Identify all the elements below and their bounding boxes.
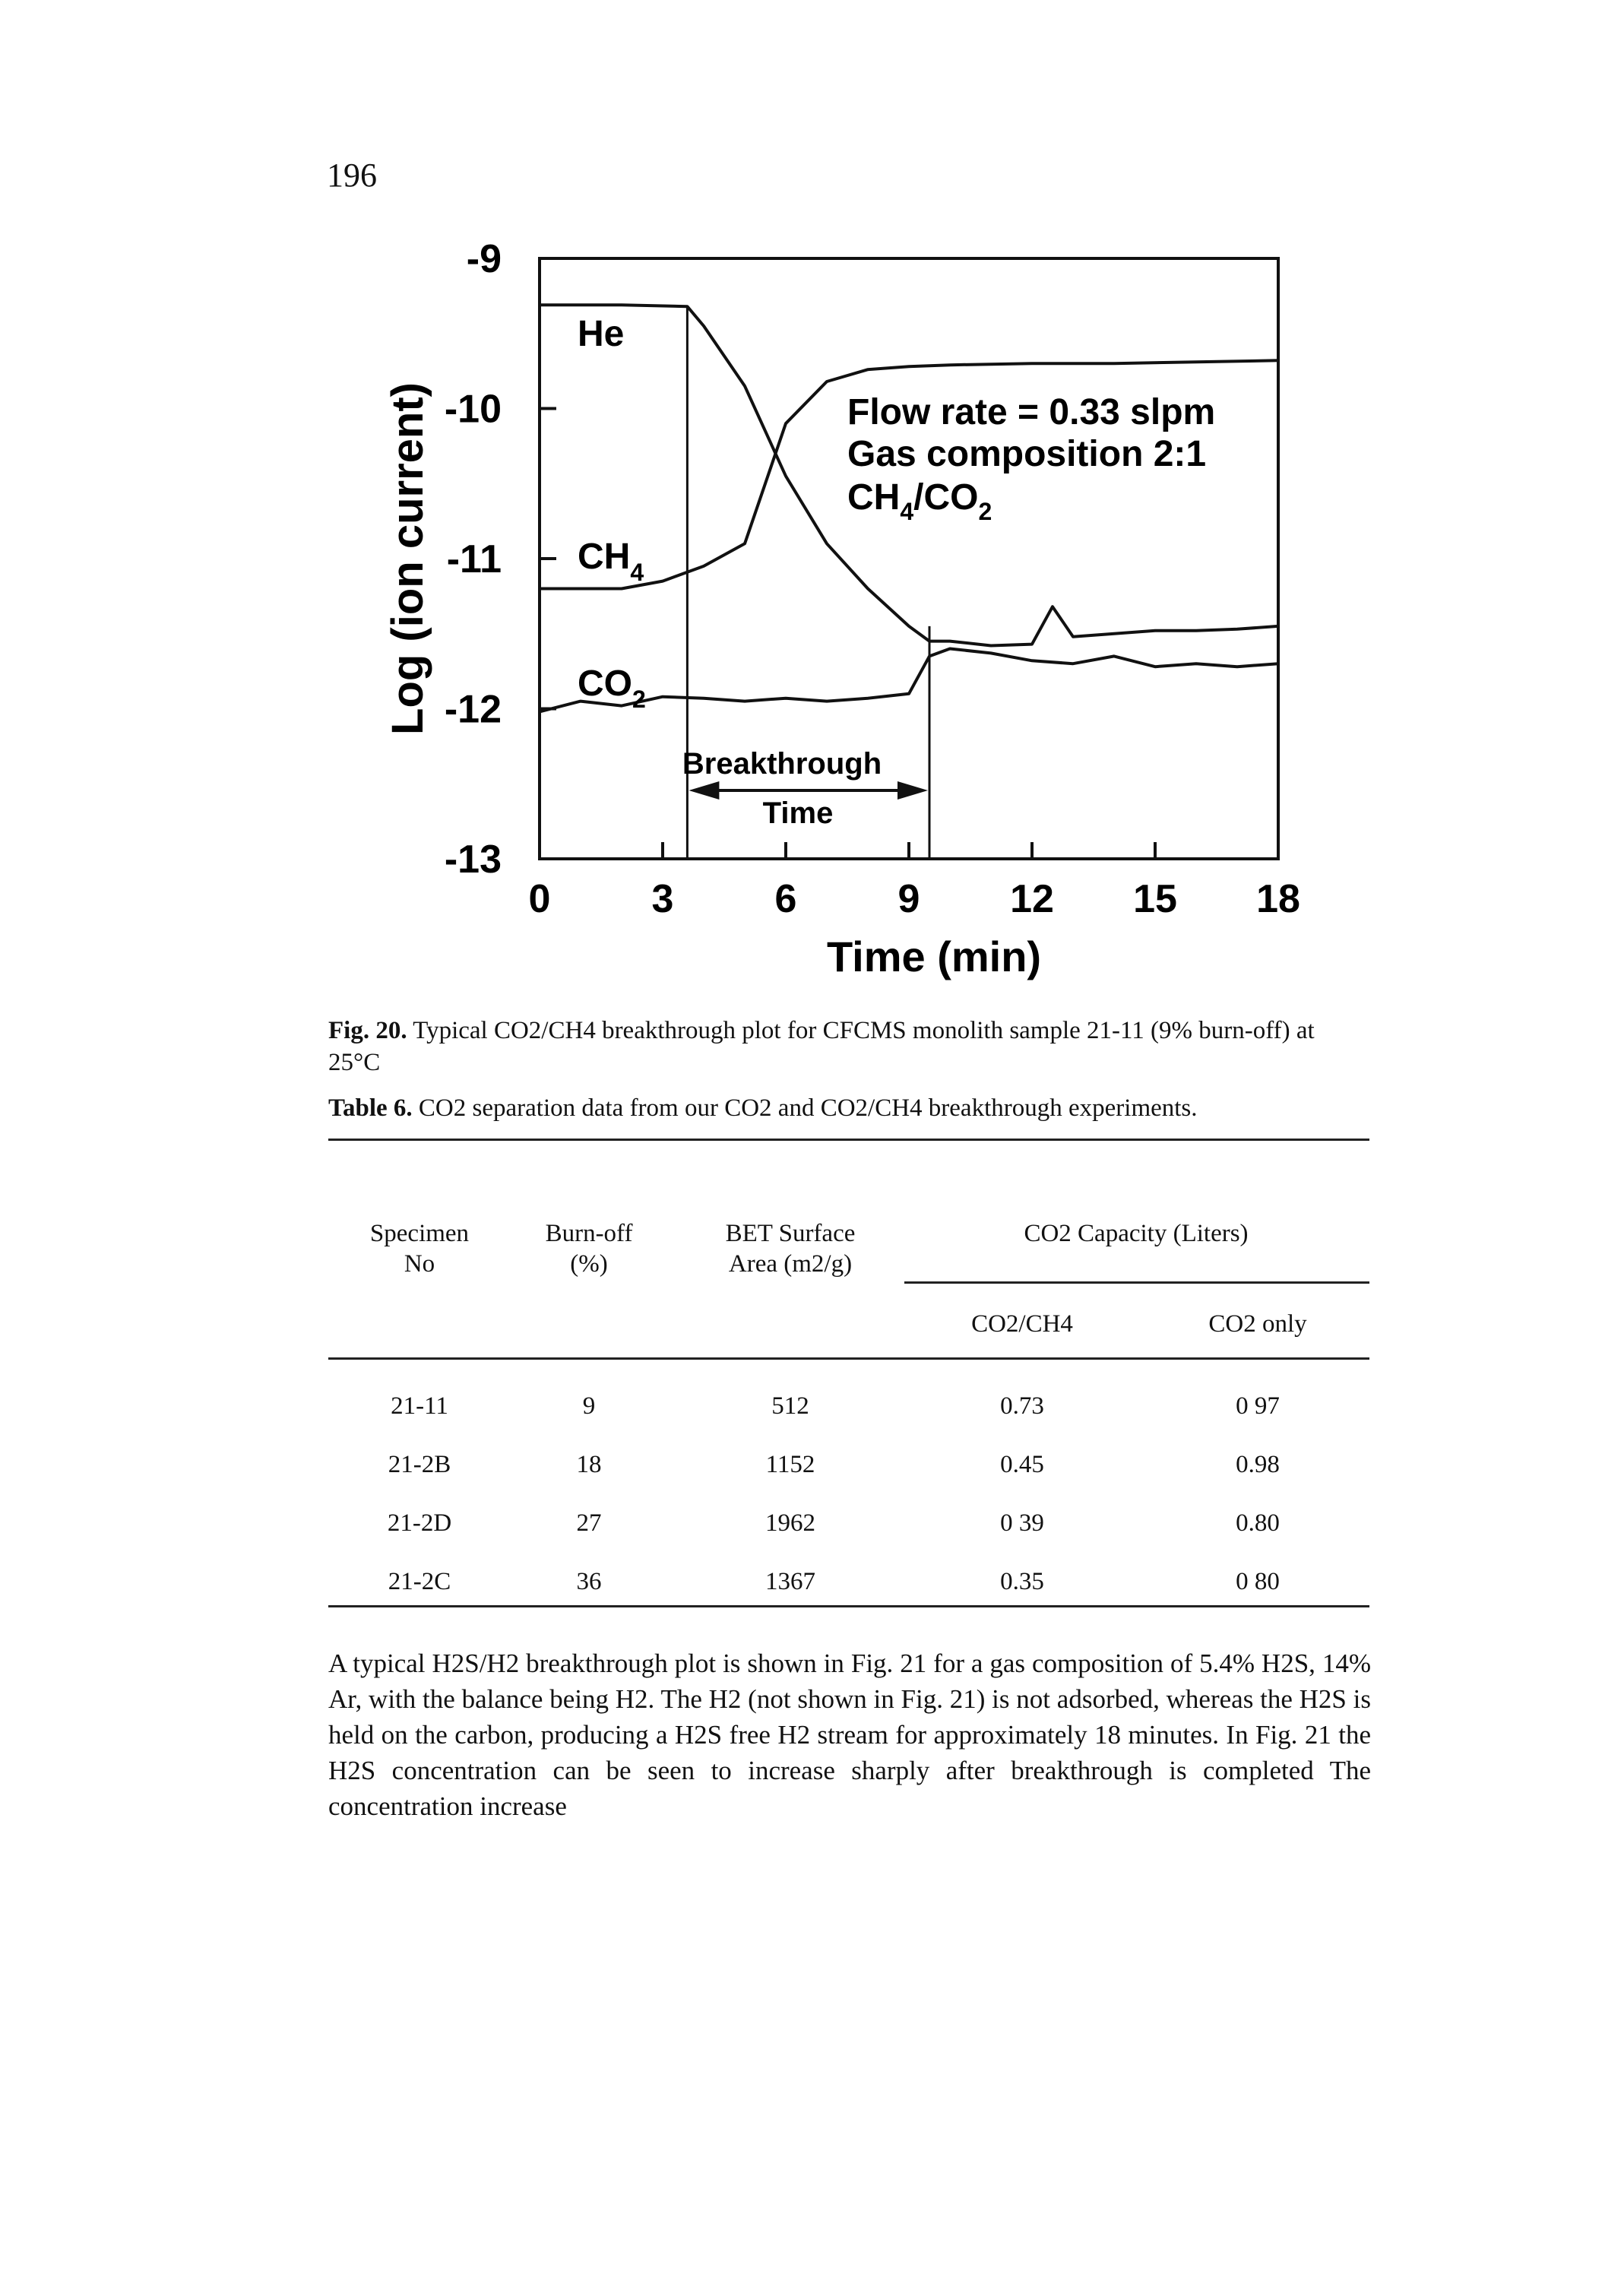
table-cell: 1962 [765,1509,815,1537]
table-cell: 21-11 [391,1392,448,1420]
table-cell: 18 [576,1451,602,1478]
y-tick-label: -10 [445,388,502,432]
figure-caption-text: Typical CO2/CH4 breakthrough plot for CF… [328,1017,1315,1076]
table-cell: 9 [582,1392,596,1420]
mix-ch-sub: 4 [900,498,913,525]
series-layer [539,303,1279,714]
y-tick-label: -13 [445,838,502,882]
series-line-ch4 [540,359,1279,591]
x-tick-label: 18 [1256,877,1300,921]
y-tick-label: -11 [447,537,502,581]
y-ticks: -9 -10 -11 -12 -13 [445,237,556,882]
header-specimen-line2: No [404,1250,435,1278]
series-label-he: He [578,314,624,354]
x-tick-label: 15 [1133,877,1177,921]
page-number: 196 [327,157,377,194]
table-cell: 27 [576,1509,602,1537]
breakthrough-arrow-left-head [689,781,720,800]
header-burnoff: Burn-off (%) [517,1218,661,1279]
table-cell: 21-2D [387,1509,452,1537]
header-bet: BET Surface Area (m2/g) [699,1218,882,1279]
header-specimen-line1: Specimen [369,1220,470,1247]
table-cell: 0 39 [1000,1509,1044,1537]
breakthrough-label: Breakthrough [682,747,882,781]
annotation-flow-rate: Flow rate = 0.33 slpm [847,392,1215,432]
x-tick-label: 9 [898,877,920,921]
table-title-text: CO2 separation data from our CO2 and CO2… [418,1094,1198,1122]
breakthrough-time-label: Time [763,797,834,830]
header-burnoff-line1: Burn-off [545,1220,633,1247]
header-specimen: Specimen No [343,1218,495,1279]
table-cell: 36 [576,1568,602,1595]
chart-svg: -9 -10 -11 -12 -13 0 3 6 9 12 15 18 Log (ion curre… [383,237,1300,980]
series-label-co2: CO2 [578,664,646,713]
capacity-subrule [904,1281,1369,1284]
co2-text: CO [578,664,632,704]
figure-label: Fig. 20. [328,1017,407,1044]
table-cell: 21-2C [388,1568,451,1595]
header-capacity: CO2 Capacity (Liters) [1024,1220,1249,1247]
mix-co-sub: 2 [978,498,992,525]
ch4-subscript: 4 [630,559,644,586]
y-tick-label: -9 [467,237,502,281]
series-line-co2 [539,647,1279,714]
table-cell: 0 80 [1236,1568,1280,1595]
table-cell: 0.73 [1000,1392,1044,1420]
y-tick-label: -12 [445,688,502,732]
header-co2-ch4: CO2/CH4 [971,1310,1073,1338]
x-tick-label: 0 [529,877,551,921]
breakthrough-markers [685,306,931,859]
table-cell: 0.35 [1000,1568,1044,1595]
annotation-gas-composition: Gas composition 2:1 [847,434,1206,474]
series-line-he [540,303,1279,648]
table-cell: 512 [771,1392,809,1420]
breakthrough-chart: -9 -10 -11 -12 -13 0 3 6 9 12 15 18 Log (ion curre… [0,0,1624,1011]
x-axis-label: Time (min) [827,933,1041,980]
header-bet-line2: Area (m2/g) [728,1250,853,1278]
table-cell: 0.80 [1236,1509,1280,1537]
x-tick-label: 3 [652,877,674,921]
header-burnoff-line2: (%) [570,1250,608,1278]
x-tick-label: 6 [775,877,797,921]
annotation-mixture: CH4/CO2 [847,477,992,525]
y-axis-label: Log (ion current) [383,382,432,735]
plot-frame [538,257,1280,860]
ch4-text: CH [578,537,630,577]
table-title: Table 6. CO2 separation data from our CO… [328,1094,1369,1123]
body-paragraph: A typical H2S/H2 breakthrough plot is sh… [328,1648,1371,1821]
table-cell: 0.98 [1236,1451,1280,1478]
breakthrough-arrow-right-head [897,781,928,800]
table-cell: 1367 [765,1568,815,1595]
table-cell: 0 97 [1236,1392,1280,1420]
table-bottom-rule [328,1605,1369,1607]
x-tick-label: 12 [1010,877,1054,921]
table-top-rule [328,1139,1369,1141]
table-cell: 1152 [765,1451,815,1478]
figure-caption: Fig. 20. Typical CO2/CH4 breakthrough pl… [328,1015,1369,1078]
header-co2-only: CO2 only [1208,1310,1307,1338]
table-label: Table 6. [328,1094,413,1122]
mix-ch: CH [847,477,900,518]
table-header-rule [328,1357,1369,1360]
co2-subscript: 2 [632,686,646,713]
table-cell: 0.45 [1000,1451,1044,1478]
header-bet-line1: BET Surface [725,1220,856,1247]
table-cell: 21-2B [388,1451,451,1478]
mix-slash-co: /CO [913,477,978,518]
series-label-ch4: CH4 [578,537,644,586]
x-ticks: 0 3 6 9 12 15 18 [529,842,1300,921]
